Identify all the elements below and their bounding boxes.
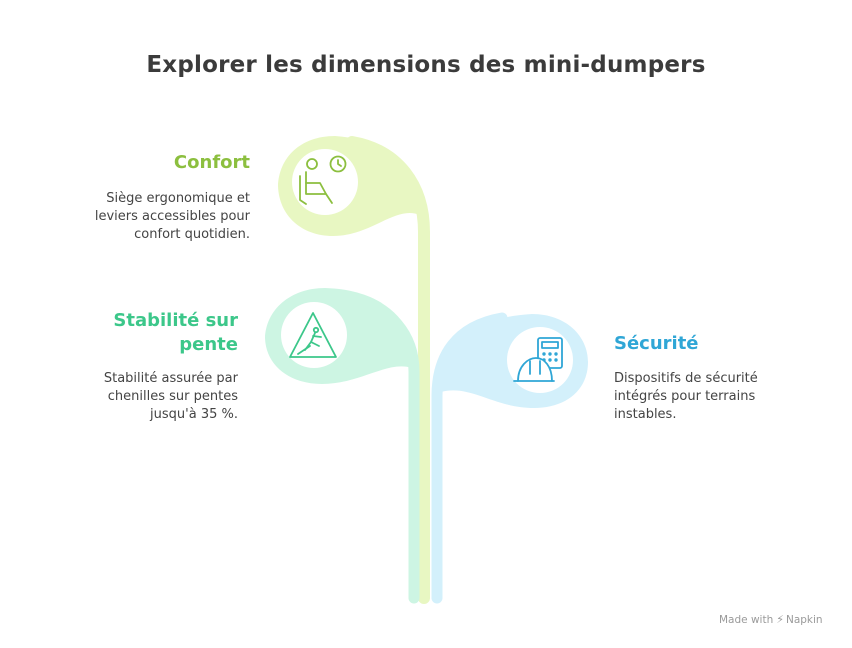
page-title: Explorer les dimensions des mini-dumpers bbox=[146, 52, 706, 78]
napkin-logo-icon: ⚡ bbox=[776, 613, 784, 626]
made-with-napkin-badge[interactable]: Made with⚡Napkin bbox=[719, 613, 823, 626]
stabilite-description: Stabilité assurée par chenilles sur pent… bbox=[103, 371, 238, 422]
brand-label: Napkin bbox=[785, 614, 823, 626]
confort-description: Siège ergonomique et leviers accessibles… bbox=[94, 191, 250, 242]
slope-warning-icon bbox=[289, 312, 337, 358]
stabilite-heading: Stabilité sur pente bbox=[113, 310, 238, 355]
seated-person-clock-icon bbox=[299, 155, 347, 205]
securite-description: Dispositifs de sécurité intégrés pour te… bbox=[614, 371, 758, 422]
hard-hat-calculator-icon bbox=[513, 337, 563, 382]
confort-heading: Confort bbox=[173, 152, 250, 173]
made-with-label: Made with bbox=[719, 614, 774, 626]
confort-icon-circle bbox=[292, 149, 358, 215]
securite-heading: Sécurité bbox=[614, 333, 699, 354]
